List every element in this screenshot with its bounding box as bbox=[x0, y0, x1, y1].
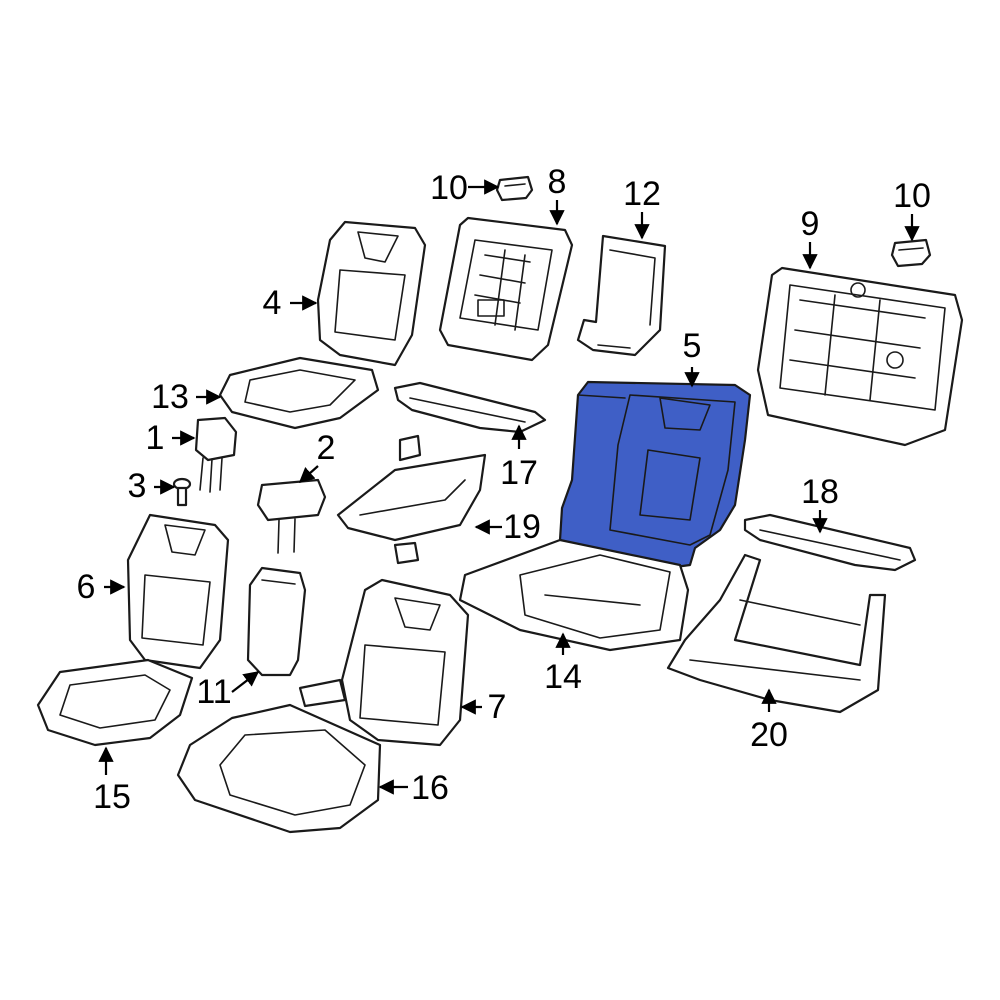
leader-arrows bbox=[98, 179, 920, 795]
part-12-seatback-panel[interactable] bbox=[576, 234, 667, 357]
part-17-bracket[interactable] bbox=[393, 381, 547, 434]
part-10-clip-left[interactable] bbox=[495, 175, 534, 202]
callout-4: 4 bbox=[263, 284, 282, 322]
callout-20: 20 bbox=[750, 716, 788, 754]
part-18-rail[interactable] bbox=[743, 513, 917, 572]
callout-10-left: 10 bbox=[430, 169, 468, 207]
callout-15: 15 bbox=[93, 778, 131, 816]
part-19-hinge-assembly[interactable] bbox=[336, 434, 487, 565]
leader-11 bbox=[231, 671, 260, 693]
callout-8: 8 bbox=[548, 163, 567, 201]
part-5-seatback-cover-highlighted[interactable] bbox=[558, 380, 752, 570]
part-14-seat-cushion-large[interactable] bbox=[458, 538, 690, 652]
callout-17: 17 bbox=[500, 454, 538, 492]
leader-2 bbox=[298, 465, 319, 484]
part-10-clip-right[interactable] bbox=[890, 238, 932, 268]
callout-7: 7 bbox=[488, 688, 507, 726]
part-15-seat-cushion-small[interactable] bbox=[36, 658, 194, 747]
part-2-headrest-large[interactable] bbox=[256, 478, 327, 554]
part-20-seat-frame[interactable] bbox=[666, 553, 887, 714]
callout-9: 9 bbox=[801, 205, 820, 243]
part-3-bolt[interactable] bbox=[172, 477, 192, 507]
callout-18: 18 bbox=[801, 473, 839, 511]
part-11-armrest[interactable] bbox=[246, 566, 307, 677]
part-9-seatback-frame-right[interactable] bbox=[756, 266, 964, 447]
callout-11: 11 bbox=[196, 673, 231, 711]
callout-10-right: 10 bbox=[893, 177, 931, 215]
part-8-seatback-frame-left[interactable] bbox=[438, 216, 574, 362]
part-13-seat-cushion-cover-top[interactable] bbox=[218, 356, 380, 430]
callout-19: 19 bbox=[503, 508, 541, 546]
part-4-seatback-cover-left[interactable] bbox=[316, 220, 427, 367]
callout-1: 1 bbox=[146, 419, 165, 457]
callout-2: 2 bbox=[317, 429, 336, 467]
callout-13: 13 bbox=[151, 378, 189, 416]
callout-3: 3 bbox=[128, 467, 147, 505]
callout-6: 6 bbox=[77, 568, 96, 606]
part-16-seat-cushion-medium[interactable] bbox=[176, 703, 382, 834]
part-7-seatback-cover-large[interactable] bbox=[298, 578, 470, 747]
part-1-headrest-small[interactable] bbox=[194, 416, 238, 493]
callout-5: 5 bbox=[683, 327, 702, 365]
part-6-seatback-cover-small[interactable] bbox=[126, 513, 230, 670]
callout-12: 12 bbox=[623, 175, 661, 213]
callout-16: 16 bbox=[411, 769, 449, 807]
callout-14: 14 bbox=[544, 658, 582, 696]
